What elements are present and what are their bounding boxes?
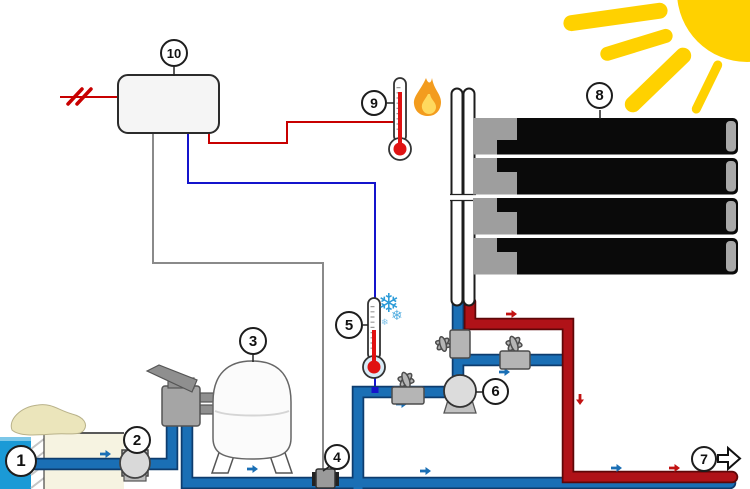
flow-arrow-icon [506, 310, 517, 318]
callout-return-outlet: 7 [691, 446, 717, 472]
callout-leaders [173, 67, 601, 472]
snowflake-icon: ❄ [378, 288, 400, 318]
snowflake-icon: ❄ [391, 307, 403, 323]
hot-water-pipe-network [463, 295, 739, 484]
callout-filter-tank: 3 [239, 327, 267, 355]
sand-stone [10, 404, 86, 436]
valve-wheel-icon [434, 335, 452, 353]
callout-three-way-valve: 6 [482, 378, 509, 405]
flow-arrow-icon [247, 465, 258, 473]
flow-arrow-icon [499, 368, 510, 376]
valve-handle [145, 364, 198, 393]
callout-solar-collectors: 8 [586, 82, 613, 109]
callout-pump: 2 [123, 426, 151, 454]
solar-panel-2 [473, 158, 738, 195]
outlet-arrow-icon [717, 445, 742, 472]
cold-probe-connector [371, 387, 379, 393]
temperature-sensor [312, 468, 339, 489]
callout-temperature-sensor: 4 [324, 444, 350, 470]
callout-cold-thermometer: 5 [335, 311, 363, 339]
sensor-wire-collector [208, 121, 394, 144]
hot-thermometer [388, 77, 412, 161]
snowflake-icon: ❄ [381, 317, 389, 327]
flow-arrow-icon [669, 464, 680, 472]
flow-arrow-icon [420, 467, 431, 475]
flow-arrows [100, 310, 680, 475]
flow-arrow-icon [100, 450, 111, 458]
three-way-valve [443, 374, 477, 414]
valve-wheel-icon [505, 335, 523, 353]
collector-manifolds [449, 87, 477, 307]
solar-collector-array [449, 87, 738, 307]
filter-tank [210, 360, 294, 474]
valve-riser [434, 329, 471, 359]
cold-thermometer [362, 297, 386, 379]
flow-arrow-icon [576, 394, 584, 405]
valve-supply [391, 371, 425, 405]
callout-pool: 1 [5, 445, 37, 477]
solar-panel-1 [473, 118, 738, 155]
solar-panel-3 [473, 198, 738, 235]
sun-icon [563, 0, 750, 114]
power-supply-wire [60, 87, 118, 106]
solar-panel-4 [473, 238, 738, 275]
multiport-valve [145, 364, 215, 427]
sensor-wire-pool [152, 133, 324, 470]
flame-icon [413, 78, 441, 116]
valve-bypass [499, 335, 531, 370]
sensor-wire-cold [187, 133, 376, 298]
callout-controller: 10 [160, 39, 188, 67]
flow-arrow-icon [611, 464, 622, 472]
callout-hot-thermometer: 9 [361, 90, 387, 116]
controller-box [117, 74, 220, 134]
